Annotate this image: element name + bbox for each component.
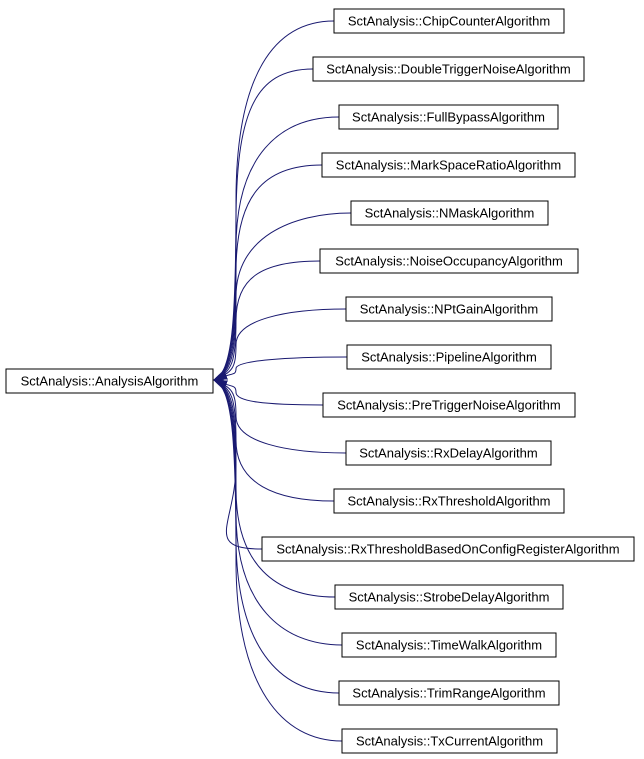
inheritance-edge	[213, 379, 336, 598]
derived-class-box	[321, 152, 576, 178]
derived-class-box	[345, 440, 552, 466]
derived-class-label: SctAnalysis::RxThresholdAlgorithm	[347, 494, 550, 509]
derived-class-box	[261, 536, 635, 562]
derived-class-label: SctAnalysis::NMaskAlgorithm	[365, 206, 535, 221]
derived-class-box	[345, 296, 553, 322]
derived-class-label: SctAnalysis::NoiseOccupancyAlgorithm	[335, 254, 563, 269]
derived-class-label: SctAnalysis::DoubleTriggerNoiseAlgorithm	[326, 62, 570, 77]
derived-class-node[interactable]: SctAnalysis::TrimRangeAlgorithm	[338, 680, 560, 706]
derived-class-node[interactable]: SctAnalysis::DoubleTriggerNoiseAlgorithm	[312, 56, 585, 82]
derived-class-box	[341, 728, 558, 754]
derived-class-node[interactable]: SctAnalysis::RxDelayAlgorithm	[345, 440, 552, 466]
derived-class-box	[350, 200, 549, 226]
derived-class-label: SctAnalysis::RxDelayAlgorithm	[359, 446, 537, 461]
derived-class-box	[341, 632, 557, 658]
inheritance-edge	[213, 212, 352, 381]
derived-class-node[interactable]: SctAnalysis::NMaskAlgorithm	[350, 200, 549, 226]
derived-class-label: SctAnalysis::TrimRangeAlgorithm	[352, 686, 545, 701]
inheritance-edge	[213, 260, 321, 381]
derived-class-node[interactable]: SctAnalysis::NPtGainAlgorithm	[345, 296, 553, 322]
derived-class-node[interactable]: SctAnalysis::PreTriggerNoiseAlgorithm	[322, 392, 576, 418]
inheritance-edge	[213, 379, 347, 454]
derived-class-node[interactable]: SctAnalysis::NoiseOccupancyAlgorithm	[319, 248, 579, 274]
derived-class-box	[322, 392, 576, 418]
derived-class-label: SctAnalysis::FullBypassAlgorithm	[352, 110, 545, 125]
derived-class-label: SctAnalysis::MarkSpaceRatioAlgorithm	[336, 158, 561, 173]
derived-class-label: SctAnalysis::RxThresholdBasedOnConfigReg…	[276, 542, 619, 557]
inheritance-edge	[213, 164, 323, 381]
derived-class-box	[334, 584, 564, 610]
derived-class-box	[333, 8, 565, 34]
derived-class-node[interactable]: SctAnalysis::TxCurrentAlgorithm	[341, 728, 558, 754]
derived-class-box	[338, 104, 559, 130]
derived-class-label: SctAnalysis::ChipCounterAlgorithm	[348, 14, 550, 29]
derived-class-node[interactable]: SctAnalysis::RxThresholdBasedOnConfigReg…	[261, 536, 635, 562]
derived-class-box	[319, 248, 579, 274]
derived-class-label: SctAnalysis::NPtGainAlgorithm	[360, 302, 538, 317]
derived-class-label: SctAnalysis::PipelineAlgorithm	[361, 350, 537, 365]
base-class-node[interactable]: SctAnalysis::AnalysisAlgorithm	[5, 368, 214, 394]
derived-class-box	[333, 488, 565, 514]
derived-class-box	[338, 680, 560, 706]
derived-class-node[interactable]: SctAnalysis::ChipCounterAlgorithm	[333, 8, 565, 34]
base-class-label: SctAnalysis::AnalysisAlgorithm	[21, 374, 199, 389]
derived-class-node[interactable]: SctAnalysis::FullBypassAlgorithm	[338, 104, 559, 130]
inheritance-edge	[213, 356, 348, 381]
inheritance-edge	[213, 116, 340, 381]
inheritance-edge	[213, 379, 335, 502]
derived-class-box	[346, 344, 552, 370]
derived-class-node[interactable]: SctAnalysis::MarkSpaceRatioAlgorithm	[321, 152, 576, 178]
derived-class-label: SctAnalysis::TxCurrentAlgorithm	[356, 734, 543, 749]
inheritance-edge	[213, 379, 263, 550]
inheritance-edge	[213, 68, 314, 381]
derived-class-node[interactable]: SctAnalysis::TimeWalkAlgorithm	[341, 632, 557, 658]
derived-class-label: SctAnalysis::StrobeDelayAlgorithm	[349, 590, 550, 605]
derived-class-node[interactable]: SctAnalysis::StrobeDelayAlgorithm	[334, 584, 564, 610]
derived-class-label: SctAnalysis::TimeWalkAlgorithm	[356, 638, 542, 653]
derived-class-box	[312, 56, 585, 82]
derived-class-node[interactable]: SctAnalysis::RxThresholdAlgorithm	[333, 488, 565, 514]
derived-class-label: SctAnalysis::PreTriggerNoiseAlgorithm	[337, 398, 560, 413]
inheritance-edge	[213, 379, 343, 742]
derived-class-node[interactable]: SctAnalysis::PipelineAlgorithm	[346, 344, 552, 370]
inheritance-edge	[213, 308, 347, 381]
